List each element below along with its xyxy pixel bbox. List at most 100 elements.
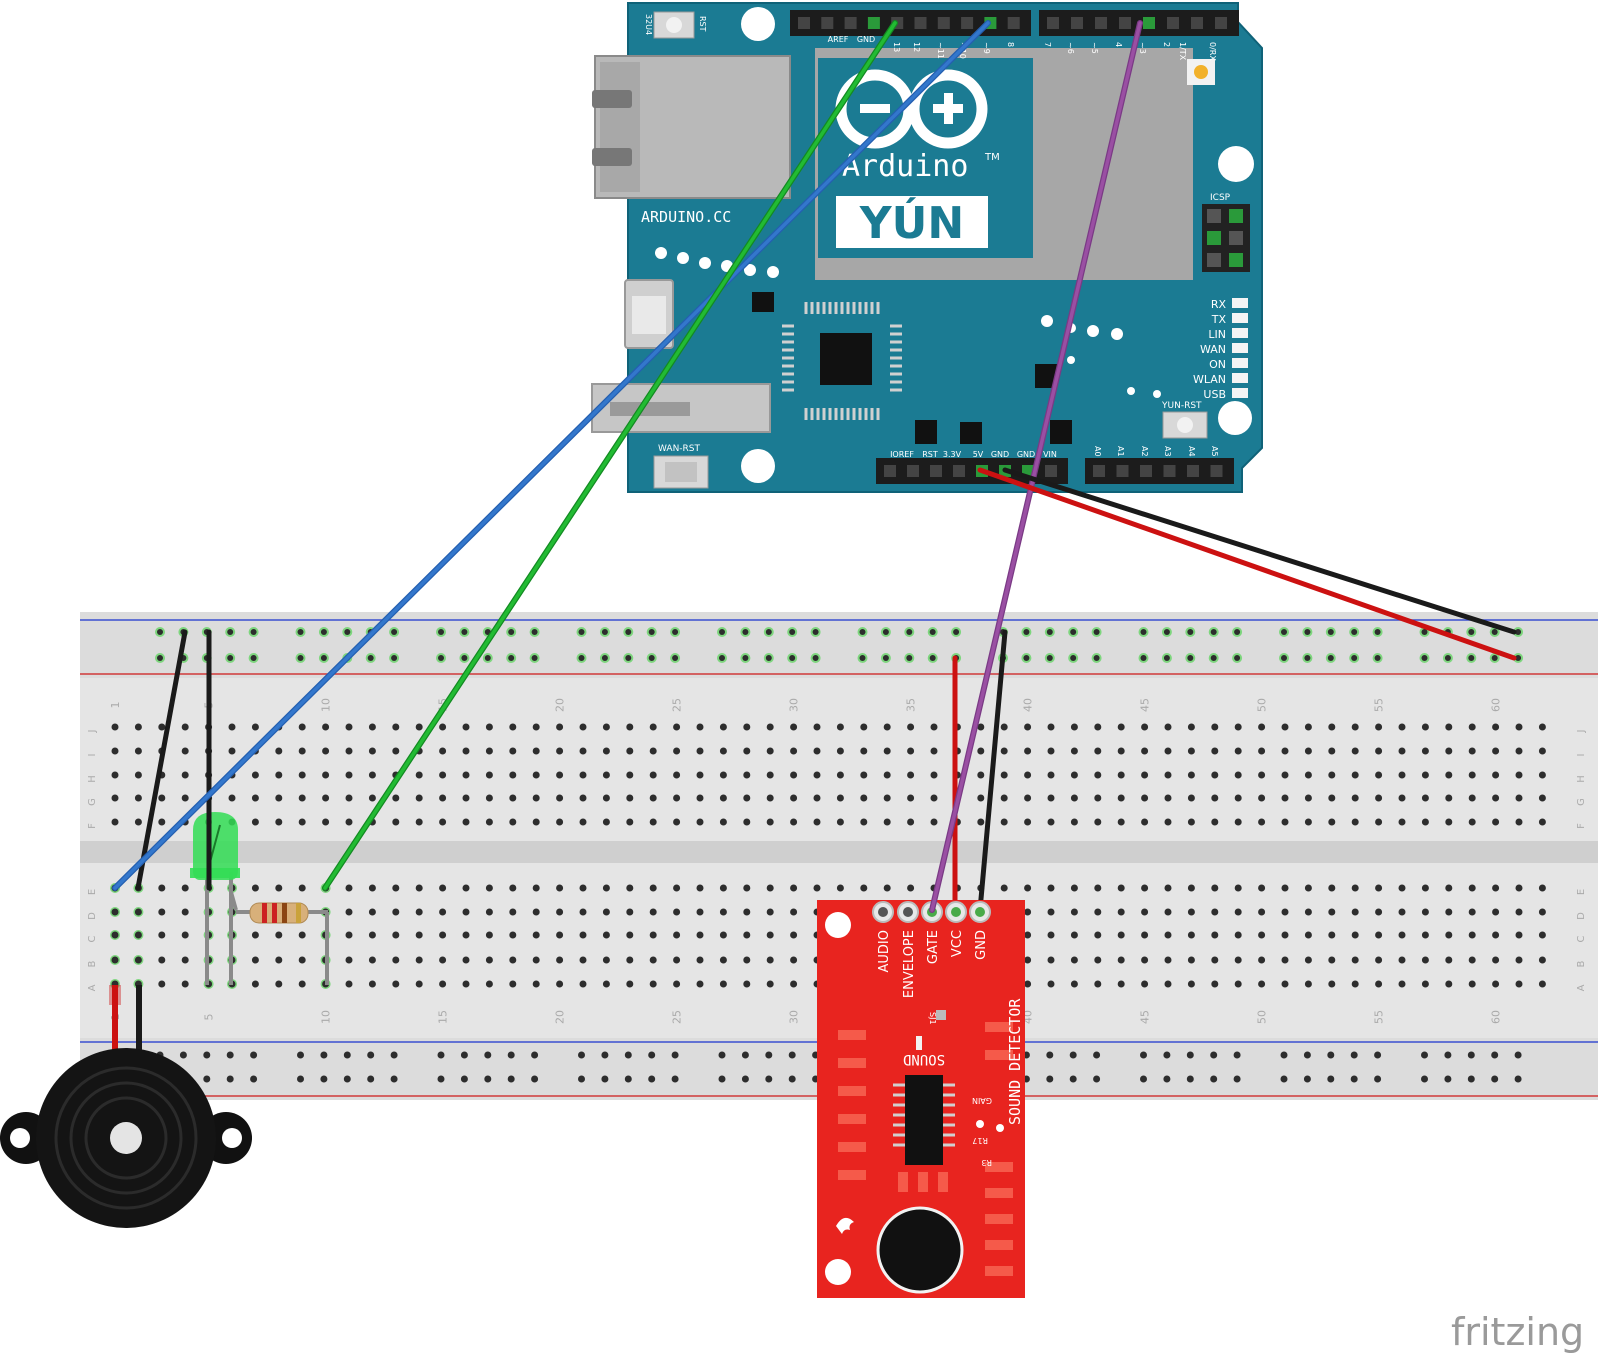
rail-hole[interactable] (1093, 1051, 1101, 1059)
breadboard-hole[interactable] (1515, 956, 1523, 964)
breadboard-hole[interactable] (1234, 956, 1242, 964)
breadboard-hole[interactable] (181, 931, 189, 939)
rail-hole[interactable] (437, 1051, 445, 1059)
rail-hole[interactable] (250, 1051, 258, 1059)
breadboard-hole[interactable] (462, 980, 470, 988)
breadboard-hole[interactable] (836, 747, 844, 755)
breadboard-hole[interactable] (111, 747, 119, 755)
breadboard-hole[interactable] (602, 908, 610, 916)
breadboard-hole[interactable] (930, 723, 938, 731)
breadboard-hole[interactable] (1351, 723, 1359, 731)
breadboard-hole[interactable] (1117, 956, 1125, 964)
breadboard-hole[interactable] (696, 908, 704, 916)
breadboard-hole[interactable] (1515, 980, 1523, 988)
breadboard-hole[interactable] (298, 980, 306, 988)
breadboard-hole[interactable] (1328, 956, 1336, 964)
breadboard-hole[interactable] (1141, 931, 1149, 939)
breadboard-hole[interactable] (1187, 723, 1195, 731)
breadboard-hole[interactable] (368, 908, 376, 916)
breadboard-hole[interactable] (1141, 771, 1149, 779)
breadboard-hole[interactable] (1141, 723, 1149, 731)
breadboard-hole[interactable] (509, 747, 517, 755)
breadboard-hole[interactable] (836, 723, 844, 731)
breadboard-hole[interactable] (485, 771, 493, 779)
rail-hole[interactable] (624, 1051, 632, 1059)
header-pin[interactable] (953, 465, 965, 477)
breadboard-hole[interactable] (1000, 884, 1008, 892)
breadboard-hole[interactable] (134, 723, 142, 731)
breadboard-hole[interactable] (719, 747, 727, 755)
breadboard-hole[interactable] (1375, 747, 1383, 755)
breadboard-hole[interactable] (1047, 931, 1055, 939)
breadboard-hole[interactable] (602, 818, 610, 826)
rail-hole[interactable] (531, 1051, 539, 1059)
breadboard-hole[interactable] (977, 794, 985, 802)
breadboard-hole[interactable] (602, 980, 610, 988)
breadboard-hole[interactable] (1328, 908, 1336, 916)
breadboard-hole[interactable] (766, 723, 774, 731)
breadboard-hole[interactable] (649, 956, 657, 964)
header-pin[interactable] (961, 17, 974, 29)
breadboard-hole[interactable] (790, 980, 798, 988)
breadboard-hole[interactable] (1234, 908, 1242, 916)
breadboard-hole[interactable] (626, 884, 634, 892)
breadboard-hole[interactable] (1468, 931, 1476, 939)
breadboard-hole[interactable] (1445, 908, 1453, 916)
breadboard-hole[interactable] (719, 771, 727, 779)
breadboard-hole[interactable] (790, 747, 798, 755)
breadboard-hole[interactable] (439, 884, 447, 892)
breadboard-hole[interactable] (251, 723, 259, 731)
rail-hole[interactable] (765, 1075, 773, 1083)
rail-hole[interactable] (1093, 1075, 1101, 1083)
breadboard-hole[interactable] (1445, 723, 1453, 731)
rail-hole[interactable] (1374, 1075, 1382, 1083)
breadboard-hole[interactable] (1304, 931, 1312, 939)
breadboard-hole[interactable] (415, 956, 423, 964)
rail-hole[interactable] (1491, 1075, 1499, 1083)
breadboard-hole[interactable] (1351, 771, 1359, 779)
breadboard-hole[interactable] (626, 908, 634, 916)
breadboard-hole[interactable] (368, 980, 376, 988)
breadboard-hole[interactable] (1117, 747, 1125, 755)
rail-hole[interactable] (1350, 1075, 1358, 1083)
breadboard-hole[interactable] (719, 794, 727, 802)
breadboard-hole[interactable] (368, 794, 376, 802)
breadboard-hole[interactable] (1187, 980, 1195, 988)
breadboard-hole[interactable] (1375, 794, 1383, 802)
breadboard-hole[interactable] (485, 956, 493, 964)
breadboard-hole[interactable] (485, 723, 493, 731)
breadboard-hole[interactable] (1258, 931, 1266, 939)
breadboard-hole[interactable] (1281, 884, 1289, 892)
breadboard-hole[interactable] (1047, 771, 1055, 779)
rail-hole[interactable] (1069, 1075, 1077, 1083)
yun-rst-button[interactable] (1162, 411, 1208, 439)
breadboard-hole[interactable] (298, 771, 306, 779)
breadboard-hole[interactable] (1024, 980, 1032, 988)
breadboard-hole[interactable] (790, 771, 798, 779)
breadboard-hole[interactable] (1211, 794, 1219, 802)
breadboard-hole[interactable] (345, 931, 353, 939)
breadboard-hole[interactable] (1117, 771, 1125, 779)
breadboard-hole[interactable] (111, 794, 119, 802)
breadboard-hole[interactable] (462, 723, 470, 731)
breadboard-hole[interactable] (1164, 771, 1172, 779)
breadboard-hole[interactable] (1492, 956, 1500, 964)
breadboard-hole[interactable] (1468, 747, 1476, 755)
rail-hole[interactable] (788, 1051, 796, 1059)
breadboard-hole[interactable] (1281, 908, 1289, 916)
breadboard-hole[interactable] (1421, 794, 1429, 802)
breadboard-hole[interactable] (1117, 794, 1125, 802)
breadboard-hole[interactable] (883, 723, 891, 731)
breadboard-hole[interactable] (556, 884, 564, 892)
breadboard-hole[interactable] (415, 771, 423, 779)
breadboard-hole[interactable] (579, 884, 587, 892)
breadboard-hole[interactable] (1094, 908, 1102, 916)
breadboard-hole[interactable] (649, 908, 657, 916)
breadboard-hole[interactable] (1047, 818, 1055, 826)
breadboard-hole[interactable] (1421, 908, 1429, 916)
breadboard-hole[interactable] (532, 956, 540, 964)
breadboard-hole[interactable] (1421, 980, 1429, 988)
breadboard-hole[interactable] (907, 723, 915, 731)
breadboard-hole[interactable] (462, 908, 470, 916)
breadboard-hole[interactable] (532, 794, 540, 802)
